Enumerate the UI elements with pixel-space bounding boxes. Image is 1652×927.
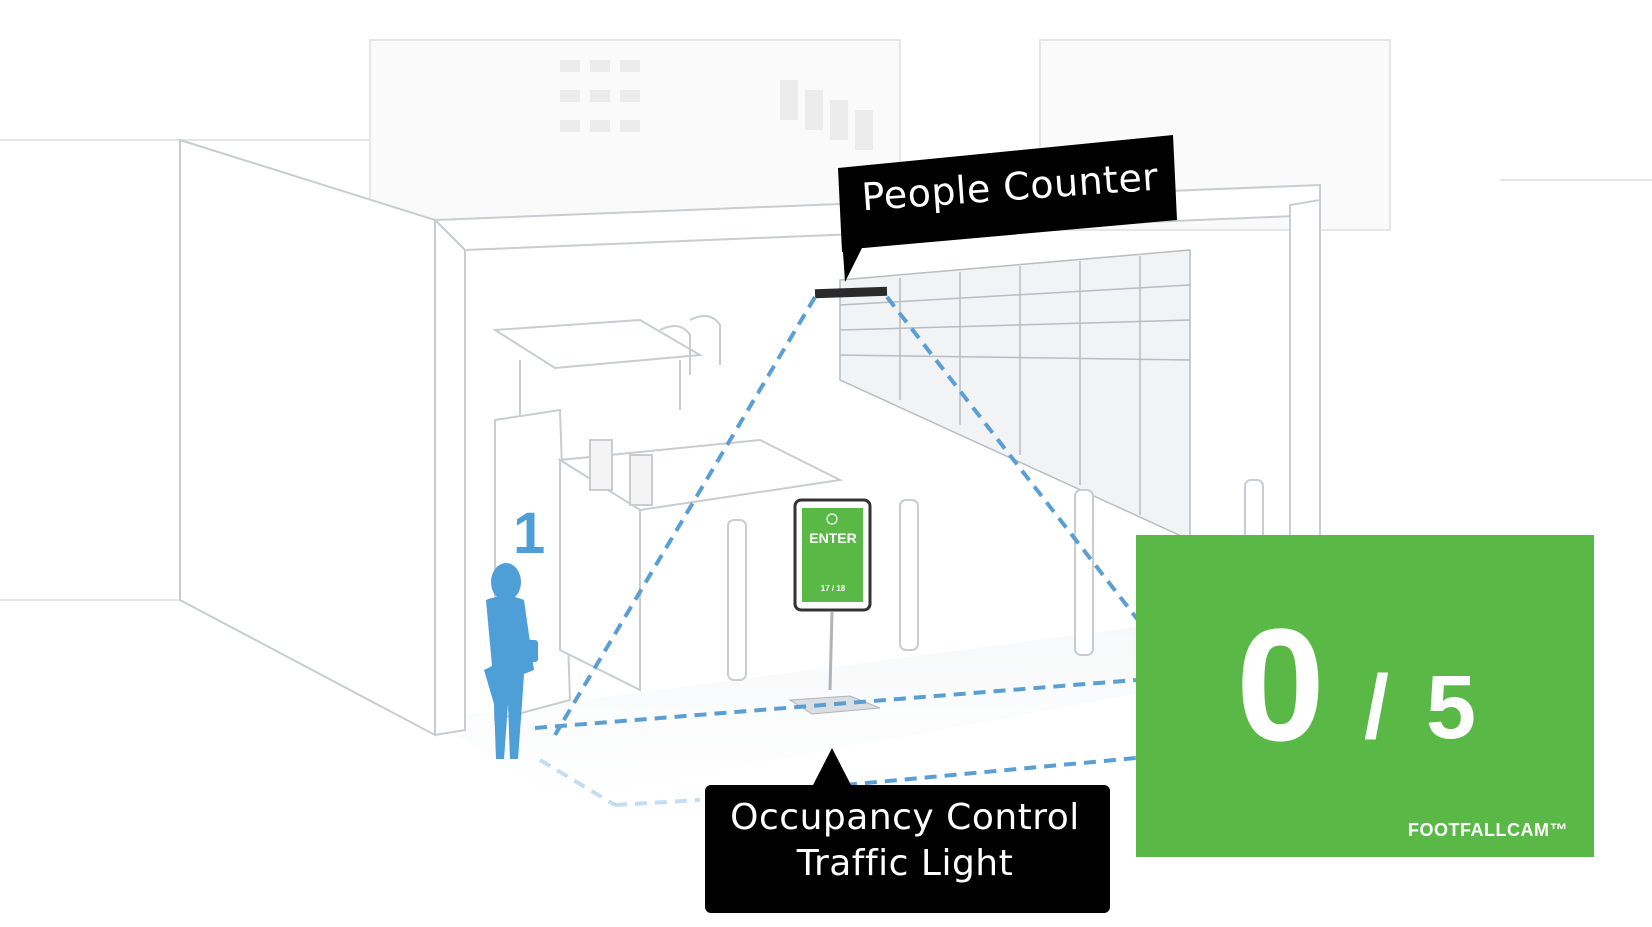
occupancy-counter-panel: 0 / 5 FOOTFALLCAM™ xyxy=(1136,535,1594,857)
brand-logo-text: FOOTFALLCAM™ xyxy=(1408,820,1568,840)
service-counter xyxy=(494,408,844,722)
store-floor xyxy=(430,620,1320,800)
max-occupancy: 5 xyxy=(1426,658,1477,758)
person-silhouette xyxy=(484,563,538,759)
occupancy-label-line1: Occupancy Control xyxy=(730,797,1080,838)
occupancy-callout xyxy=(705,748,1110,913)
left-wall xyxy=(179,138,436,737)
kiosk-count-text: 17 / 18 xyxy=(820,584,846,593)
back-tables xyxy=(491,315,721,420)
right-bookshelves xyxy=(839,249,1191,542)
occupancy-label-line2: Traffic Light xyxy=(796,843,1014,884)
detection-zone-lines xyxy=(534,295,1140,807)
gate-posts xyxy=(727,479,1264,681)
smiley-icon xyxy=(826,513,838,525)
traffic-light-kiosk xyxy=(788,498,881,715)
background-shelving xyxy=(560,60,873,150)
current-occupancy: 0 xyxy=(1236,595,1325,774)
people-counter-callout xyxy=(838,135,1177,282)
kiosk-enter-text: ENTER xyxy=(809,530,857,546)
person-count-number: 1 xyxy=(513,501,546,566)
occupancy-control-label: Occupancy Control Traffic Light xyxy=(705,795,1105,887)
people-counter-device xyxy=(814,286,888,299)
occupancy-separator: / xyxy=(1364,658,1390,758)
